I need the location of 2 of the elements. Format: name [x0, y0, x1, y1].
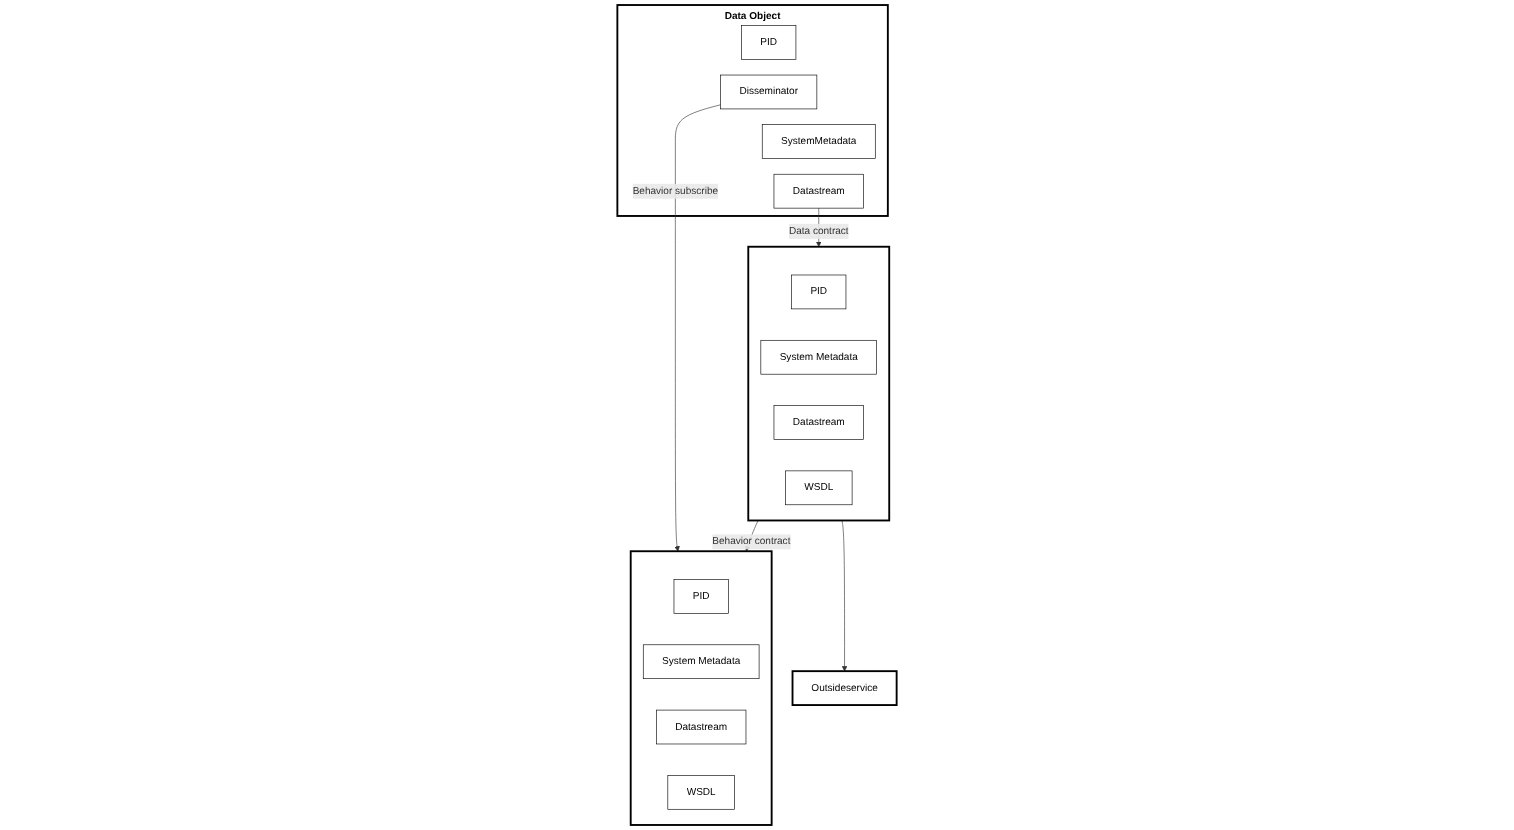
cluster [747, 245, 891, 522]
cluster [629, 550, 773, 826]
